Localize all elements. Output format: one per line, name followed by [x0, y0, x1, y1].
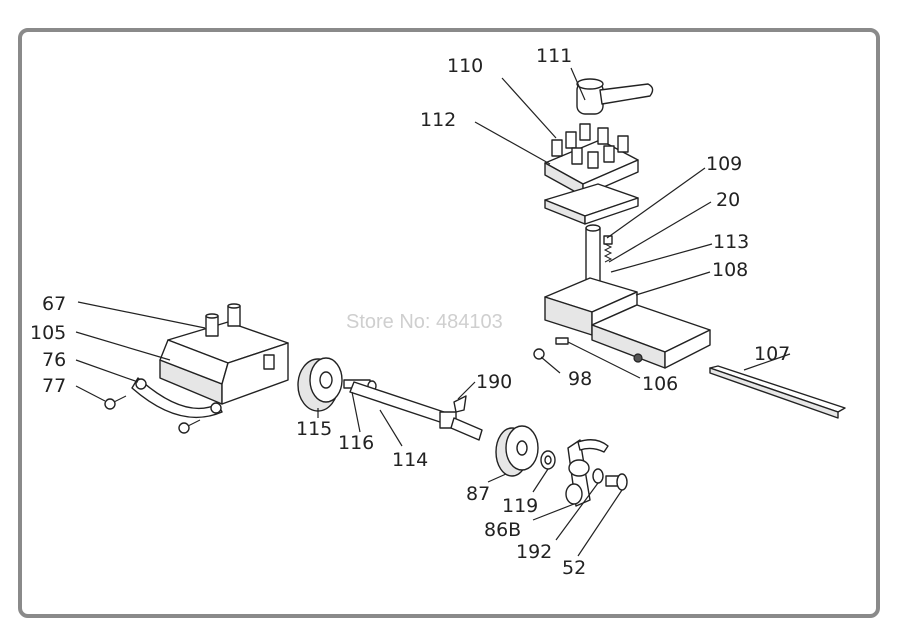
- store-watermark: Store No: 484103: [346, 311, 503, 333]
- label-105: 105: [30, 322, 66, 344]
- label-119: 119: [502, 495, 538, 517]
- label-109: 109: [706, 153, 742, 175]
- label-107: 107: [754, 343, 790, 365]
- label-116: 116: [338, 432, 374, 454]
- tool-post-screws-110: [551, 123, 629, 169]
- part-labels: 110 111 112 109 20 113 108 67 105 76 77 …: [30, 45, 790, 579]
- label-110: 110: [447, 55, 483, 77]
- label-77: 77: [42, 375, 66, 397]
- cross-slide-105: [159, 321, 289, 405]
- label-192: 192: [516, 541, 552, 563]
- label-190: 190: [476, 371, 512, 393]
- washer-192: [592, 468, 604, 484]
- tool-post-handle-111: [576, 78, 654, 115]
- label-76: 76: [42, 349, 66, 371]
- gib-strip-107: [709, 365, 846, 419]
- set-screw-106: [555, 337, 643, 363]
- label-67: 67: [42, 293, 66, 315]
- label-115: 115: [296, 418, 332, 440]
- cap-screws-67: [205, 303, 241, 337]
- label-108: 108: [712, 259, 748, 281]
- label-112: 112: [420, 109, 456, 131]
- handle-86B: [565, 439, 609, 507]
- label-106: 106: [642, 373, 678, 395]
- bearing-block-115: [297, 357, 343, 412]
- clip-190: [453, 395, 467, 413]
- leader-lines: [75, 67, 791, 557]
- label-20: 20: [716, 189, 740, 211]
- label-86B: 86B: [484, 519, 521, 541]
- lead-screw-114: [349, 381, 483, 441]
- label-52: 52: [562, 557, 586, 579]
- spring-113: [603, 235, 613, 263]
- label-87: 87: [466, 483, 490, 505]
- screw-52: [605, 473, 628, 491]
- tool-post-base-plate: [544, 183, 639, 225]
- label-114: 114: [392, 449, 428, 471]
- dial-87: [495, 425, 539, 477]
- label-113: 113: [713, 231, 749, 253]
- washer-119: [540, 450, 556, 470]
- compound-slide-108: [544, 277, 711, 369]
- label-98: 98: [568, 368, 592, 390]
- bracket-76: [131, 377, 223, 419]
- label-111: 111: [536, 45, 572, 67]
- screws-77: [104, 395, 201, 434]
- diagram-frame: [18, 28, 880, 618]
- nut-98: [533, 348, 545, 360]
